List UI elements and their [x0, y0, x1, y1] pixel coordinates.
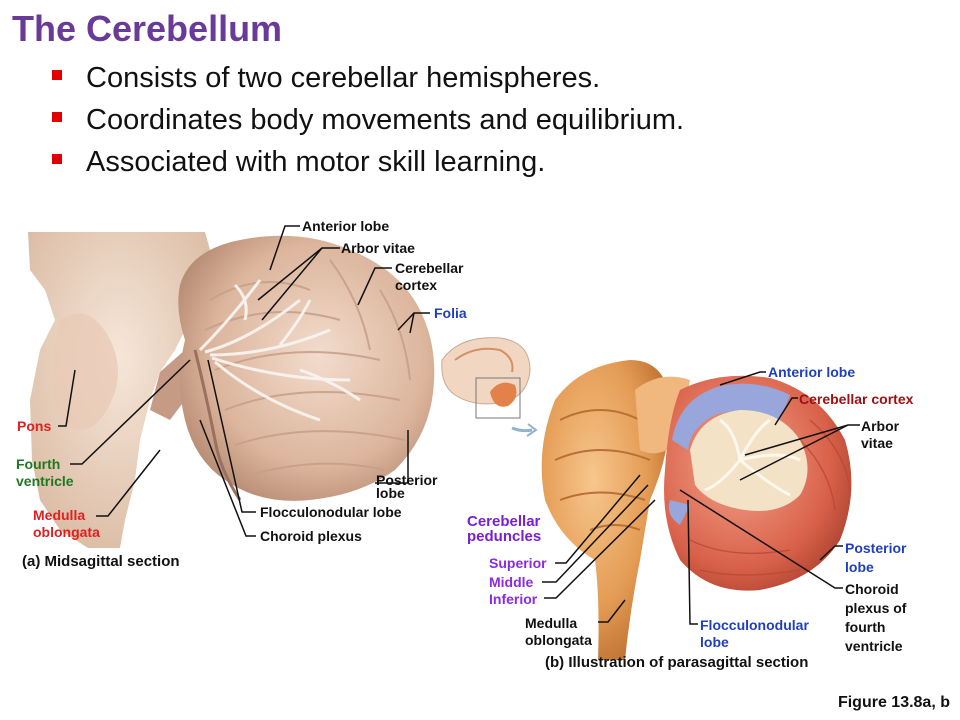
label-line: vitae: [861, 435, 893, 451]
label-line: Medulla: [525, 615, 578, 631]
label-fourth-ventricle: Fourth ventricle: [16, 456, 74, 490]
label-posterior-lobe-a: Posterior lobe: [376, 472, 438, 501]
label-line: lobe: [845, 559, 874, 575]
label-line: lobe: [700, 634, 729, 650]
label-pons: Pons: [17, 418, 52, 434]
caption-parasagittal: (b) Illustration of parasagittal section: [545, 654, 809, 671]
label-line: Choroid: [845, 581, 899, 597]
bullet-text: Consists of two cerebellar hemispheres.: [86, 62, 601, 94]
label-posterior-lobe-b: Posterior lobe: [845, 539, 906, 577]
label-cerebellar-cortex-a: Cerebellar cortex: [395, 260, 463, 294]
bullet-text: Coordinates body movements and equilibri…: [86, 104, 685, 136]
leader-lines-a: [58, 225, 430, 537]
bullet-item: Associated with motor skill learning.: [52, 144, 684, 186]
bullet-square-icon: [52, 112, 62, 122]
bullet-text: Associated with motor skill learning.: [86, 146, 546, 178]
label-folia: Folia: [434, 305, 467, 321]
label-line: oblongata: [33, 524, 100, 540]
label-middle-peduncle: Middle: [489, 574, 534, 590]
leader-lines-b: [542, 371, 860, 625]
slide-title: The Cerebellum: [12, 8, 283, 49]
label-arbor-vitae-b: Arbor vitae: [861, 418, 899, 452]
label-flocculonodular-lobe-a: Flocculonodular lobe: [260, 504, 402, 520]
label-line: Cerebellar: [467, 513, 541, 530]
label-line: Cerebellar: [395, 260, 464, 276]
bullet-list: Consists of two cerebellar hemispheres. …: [52, 60, 684, 186]
label-cerebellar-cortex-b: Cerebellar cortex: [799, 391, 914, 407]
label-line: Posterior: [845, 540, 907, 556]
bullet-item: Coordinates body movements and equilibri…: [52, 102, 684, 144]
label-line: ventricle: [16, 473, 74, 489]
label-line: Posterior: [376, 472, 438, 488]
label-medulla-oblongata-b: Medulla oblongata: [525, 615, 592, 649]
bullet-item: Consists of two cerebellar hemispheres.: [52, 60, 684, 102]
label-choroid-plexus-a: Choroid plexus: [260, 528, 362, 544]
label-line: plexus of: [845, 600, 907, 616]
brain-inset-thumbnail: [441, 337, 538, 437]
label-line: cortex: [395, 277, 438, 293]
label-anterior-lobe-b: Anterior lobe: [768, 364, 856, 380]
label-medulla-oblongata-a: Medulla oblongata: [33, 507, 100, 541]
bullet-square-icon: [52, 70, 62, 80]
label-line: Fourth: [16, 456, 61, 472]
label-inferior-peduncle: Inferior: [489, 591, 538, 607]
label-arbor-vitae-a: Arbor vitae: [341, 240, 415, 256]
midsagittal-section-photo: [28, 232, 435, 548]
caption-midsagittal: (a) Midsagittal section: [22, 553, 180, 570]
label-line: Flocculonodular: [700, 617, 809, 633]
label-anterior-lobe-a: Anterior lobe: [302, 218, 390, 234]
label-superior-peduncle: Superior: [489, 555, 547, 571]
label-line: oblongata: [525, 632, 592, 648]
label-line: Medulla: [33, 507, 86, 523]
label-line: fourth: [845, 619, 886, 635]
label-choroid-plexus-b: Choroid plexus of fourth ventricle: [845, 580, 906, 656]
figure-reference: Figure 13.8a, b: [837, 694, 950, 711]
label-line: Arbor: [861, 418, 900, 434]
label-line: lobe: [376, 485, 405, 501]
label-line: ventricle: [845, 638, 903, 654]
label-line: peduncles: [467, 528, 542, 545]
label-flocculonodular-lobe-b: Flocculonodular lobe: [700, 617, 809, 651]
parasagittal-section-illustration: [541, 360, 852, 660]
label-cerebellar-peduncles: Cerebellar peduncles: [467, 514, 541, 544]
bullet-square-icon: [52, 154, 62, 164]
